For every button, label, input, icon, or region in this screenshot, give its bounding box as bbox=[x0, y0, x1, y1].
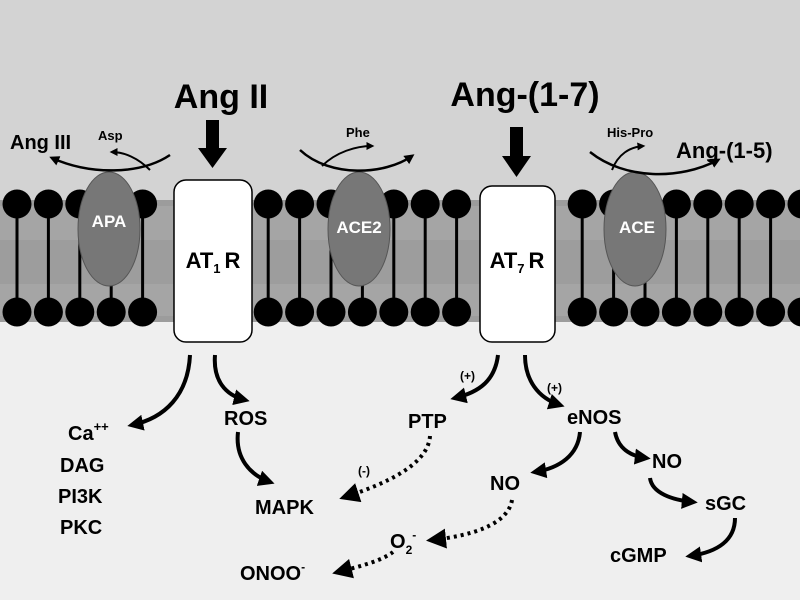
apa-cleavage-arrow bbox=[49, 153, 171, 172]
lipid-head bbox=[285, 189, 315, 219]
asp-release-arrow bbox=[109, 148, 151, 171]
ptp-label: PTP bbox=[408, 411, 447, 433]
ace-label: ACE bbox=[619, 218, 655, 237]
lipid-head bbox=[442, 189, 472, 219]
mapk-label: MAPK bbox=[255, 497, 314, 519]
lipid-head bbox=[724, 189, 754, 219]
o2-label: O2- bbox=[390, 528, 416, 557]
lipid-head bbox=[630, 297, 660, 327]
pkc-label: PKC bbox=[60, 517, 102, 539]
lipid-head bbox=[567, 297, 597, 327]
intracellular-space bbox=[0, 322, 800, 600]
phe-label: Phe bbox=[346, 125, 370, 140]
plus-ptp-label: (+) bbox=[460, 369, 475, 383]
apa-label: APA bbox=[92, 212, 127, 231]
no-left-label: NO bbox=[490, 473, 520, 495]
lipid-head bbox=[128, 297, 158, 327]
lipid-head bbox=[410, 297, 440, 327]
lipid-bilayer bbox=[2, 189, 800, 327]
at7-to-enos-arrow bbox=[523, 354, 565, 410]
lipid-head bbox=[65, 297, 95, 327]
lipid-head bbox=[410, 189, 440, 219]
at1-to-ca-arrow bbox=[127, 354, 192, 431]
ang-ii-label: Ang II bbox=[174, 78, 268, 116]
plus-enos-label: (+) bbox=[547, 381, 562, 395]
ptp-inhibits-mapk-arrow bbox=[339, 435, 432, 503]
his-pro-label: His-Pro bbox=[607, 125, 653, 140]
sgc-to-cgmp-arrow bbox=[685, 517, 737, 563]
lipid-head bbox=[787, 189, 800, 219]
minus-mapk-label: (-) bbox=[358, 464, 370, 478]
lipid-head bbox=[599, 297, 629, 327]
lipid-head bbox=[756, 297, 786, 327]
ros-label: ROS bbox=[224, 408, 267, 430]
no-right-label: NO bbox=[652, 451, 682, 473]
at1-to-ros-arrow bbox=[212, 354, 250, 406]
lipid-head bbox=[661, 297, 691, 327]
ang-1-5-label: Ang-(1-5) bbox=[676, 138, 773, 163]
lipid-head bbox=[442, 297, 472, 327]
at7-to-ptp-arrow bbox=[450, 354, 500, 404]
pi3k-label: PI3K bbox=[58, 486, 103, 508]
ace2-cleavage-arrow bbox=[299, 149, 415, 172]
lipid-head bbox=[379, 297, 409, 327]
enos-to-no-left-arrow bbox=[530, 431, 582, 479]
apa-enzyme bbox=[77, 171, 141, 287]
ros-to-mapk-arrow bbox=[235, 431, 275, 486]
lipid-head bbox=[724, 297, 754, 327]
enos-label: eNOS bbox=[567, 407, 621, 429]
ca-label: Ca++ bbox=[68, 419, 109, 445]
lipid-head bbox=[567, 189, 597, 219]
lipid-head bbox=[661, 189, 691, 219]
ace2-enzyme bbox=[327, 171, 391, 287]
lipid-head bbox=[33, 297, 63, 327]
lipid-head bbox=[253, 189, 283, 219]
his-pro-release-arrow bbox=[611, 142, 646, 171]
sgc-label: sGC bbox=[705, 493, 746, 515]
lipid-head bbox=[693, 189, 723, 219]
lipid-head bbox=[693, 297, 723, 327]
extracellular-space bbox=[0, 0, 800, 200]
lipid-head bbox=[2, 297, 32, 327]
lipid-head bbox=[253, 297, 283, 327]
lipid-head bbox=[96, 297, 126, 327]
lipid-head bbox=[33, 189, 63, 219]
phe-release-arrow bbox=[321, 142, 375, 167]
lipid-head bbox=[787, 297, 800, 327]
lipid-head bbox=[285, 297, 315, 327]
lipid-head bbox=[2, 189, 32, 219]
dag-label: DAG bbox=[60, 455, 104, 477]
ace-cleavage-arrow bbox=[589, 151, 721, 176]
asp-label: Asp bbox=[98, 128, 123, 143]
ang-iii-label: Ang III bbox=[10, 132, 71, 154]
ang-ii-binding-arrow bbox=[198, 120, 227, 168]
ace2-label: ACE2 bbox=[336, 218, 381, 237]
lipid-head bbox=[316, 297, 346, 327]
onoo-label: ONOO- bbox=[240, 560, 305, 585]
at1-receptor bbox=[173, 179, 253, 343]
ang-1-7-label: Ang-(1-7) bbox=[450, 76, 599, 114]
enos-to-no-right-arrow bbox=[613, 431, 651, 465]
ang-1-7-binding-arrow bbox=[502, 127, 531, 177]
cgmp-label: cGMP bbox=[610, 545, 667, 567]
no-to-sgc-arrow bbox=[648, 477, 698, 509]
at7-receptor bbox=[479, 185, 556, 343]
lipid-head bbox=[347, 297, 377, 327]
no-to-o2-arrow bbox=[426, 499, 514, 549]
lipid-head bbox=[756, 189, 786, 219]
